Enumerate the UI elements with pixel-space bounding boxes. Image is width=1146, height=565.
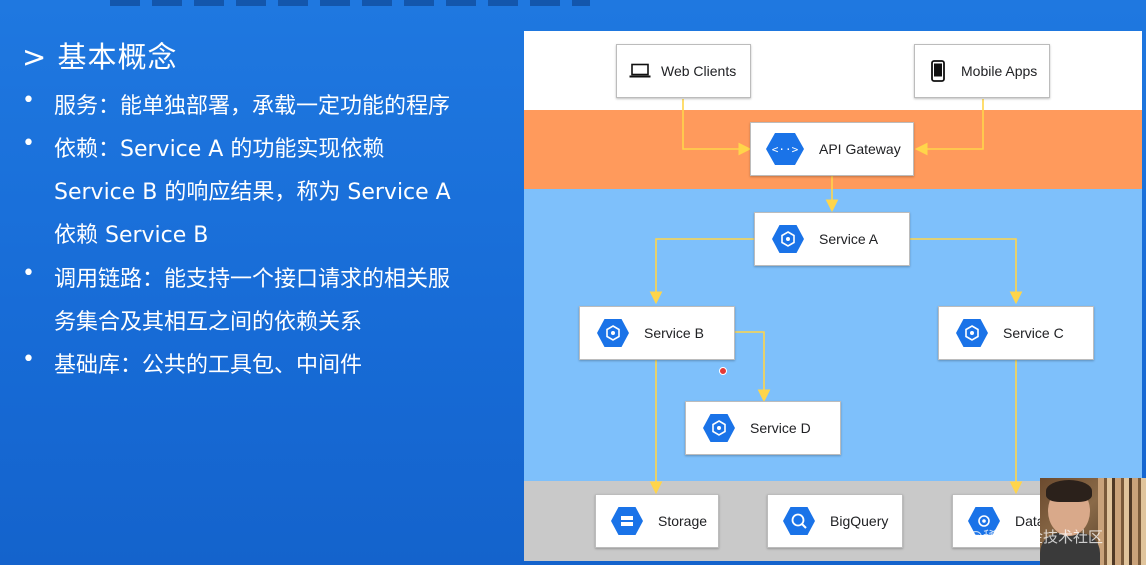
watermark-text: @稀土掘金技术社区 (968, 528, 1104, 546)
node-label: Service C (1003, 325, 1064, 341)
web-clients-node: Web Clients (616, 44, 751, 98)
bullet-text: Service B 的响应结果，称为 Service A (54, 180, 451, 205)
service-d-node: Service D (685, 401, 841, 455)
bigquery-icon (782, 506, 816, 536)
bullet-dot: • (22, 88, 35, 113)
service-hex-icon (771, 224, 805, 254)
bullet-text: 务集合及其相互之间的依赖关系 (54, 310, 363, 335)
node-label: Storage (658, 513, 708, 529)
bullet-dot: • (22, 261, 35, 286)
bullet-text: 调用链路：能支持一个接口请求的相关服 (54, 267, 451, 292)
node-label: Service D (750, 420, 811, 436)
presenter-webcam (1040, 478, 1146, 565)
mobile-apps-node: Mobile Apps (914, 44, 1050, 98)
service-b-node: Service B (579, 306, 735, 360)
bullet-text: 服务：能单独部署，承载一定功能的程序 (54, 94, 451, 119)
presenter-hair (1046, 480, 1092, 502)
service-a-node: Service A (754, 212, 910, 266)
node-label: Mobile Apps (961, 63, 1038, 79)
node-label: Web Clients (661, 63, 737, 79)
bullet-text: 依赖：Service A 的功能实现依赖 (54, 137, 385, 162)
node-label: Data (1015, 513, 1045, 529)
bookshelf-background (1098, 478, 1146, 565)
laptop-icon (629, 56, 651, 86)
storage-icon (610, 506, 644, 536)
node-label: API Gateway (819, 141, 901, 157)
node-label: BigQuery (830, 513, 889, 529)
api-gateway-node: <··> API Gateway (750, 122, 914, 176)
bigquery-node: BigQuery (767, 494, 903, 548)
service-c-node: Service C (938, 306, 1094, 360)
bullet-text: 依赖 Service B (54, 223, 209, 248)
node-label: Service A (819, 231, 879, 247)
api-gateway-icon: <··> (765, 132, 805, 166)
mouse-pointer-dot (719, 367, 727, 375)
service-hex-icon (702, 413, 736, 443)
presenter-body (1040, 533, 1100, 565)
bullet-dot: • (22, 131, 35, 156)
storage-node: Storage (595, 494, 719, 548)
service-hex-icon (955, 318, 989, 348)
bullet-dot: • (22, 347, 35, 372)
node-label: Service B (644, 325, 704, 341)
datastore-icon (967, 506, 1001, 536)
service-hex-icon (596, 318, 630, 348)
mobile-phone-icon (931, 56, 945, 86)
bullet-text: 基础库：公共的工具包、中间件 (54, 353, 363, 378)
svg-text:<··>: <··> (772, 143, 799, 156)
section-heading: > 基本概念 (22, 40, 178, 74)
cropped-title-strip (110, 0, 590, 6)
